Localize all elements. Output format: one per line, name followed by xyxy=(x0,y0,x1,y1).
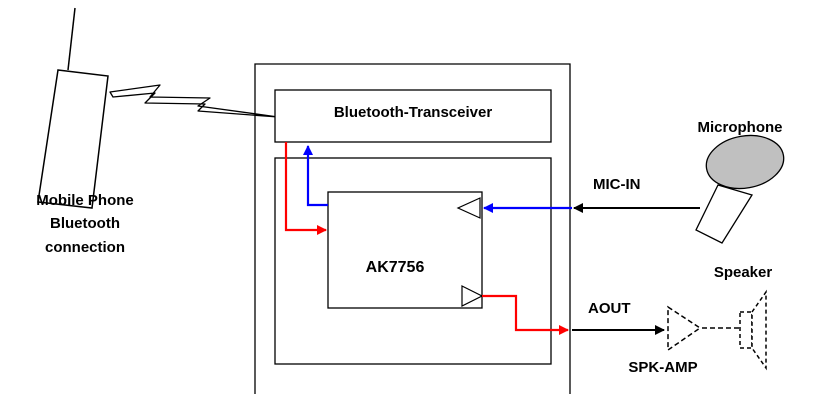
speaker-icon xyxy=(739,289,767,371)
adc-input-triangle-icon xyxy=(456,197,481,219)
microphone-label: Microphone xyxy=(698,119,783,136)
ak7756-label: AK7756 xyxy=(366,259,425,276)
speaker-label: Speaker xyxy=(714,264,773,281)
red-signal-dsp-to-aout xyxy=(482,294,569,335)
red-signal-bt-to-dsp xyxy=(284,142,327,235)
spk-amp-label: SPK-AMP xyxy=(628,359,697,376)
spk-amp-icon xyxy=(667,305,702,352)
mic-in-label: MIC-IN xyxy=(593,176,641,193)
aout-label: AOUT xyxy=(588,300,631,317)
blue-signal-dsp-to-bt xyxy=(303,145,328,207)
microphone-icon xyxy=(695,134,785,244)
phone-label-line2: Bluetooth xyxy=(50,215,120,232)
bluetooth-transceiver-label: Bluetooth-Transceiver xyxy=(334,104,493,121)
phone-label-line1: Mobile Phone xyxy=(36,192,134,209)
device-enclosure xyxy=(254,63,571,394)
mobile-phone-icon xyxy=(37,7,109,209)
phone-label-line3: connection xyxy=(45,239,125,256)
bluetooth-transceiver-block xyxy=(274,89,552,143)
dac-output-triangle-icon xyxy=(461,285,484,307)
ak7756-chip-block xyxy=(327,191,483,309)
wireless-link-icon xyxy=(109,84,279,118)
